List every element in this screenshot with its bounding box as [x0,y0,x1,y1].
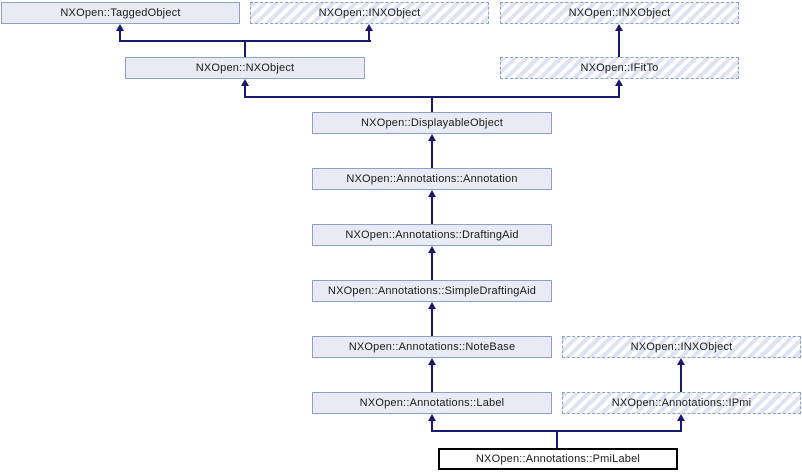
arrow-up-icon [615,79,623,86]
class-node-ifitto: NXOpen::IFitTo [500,57,739,79]
class-node-inxobject-top-2: NXOpen::INXObject [500,2,739,24]
arrow-up-icon [428,134,436,141]
arrow-up-icon [116,24,124,31]
edge-line-vertical [368,30,370,42]
edge-line-vertical [431,364,433,392]
class-node-inxobject-mid: NXOpen::INXObject [562,336,801,358]
edge-line-vertical [618,85,620,98]
class-node-taggedobject[interactable]: NXOpen::TaggedObject [1,2,240,24]
arrow-up-icon [428,358,436,365]
class-node-inxobject-top-1: NXOpen::INXObject [250,2,489,24]
class-node-simpledraftingaid[interactable]: NXOpen::Annotations::SimpleDraftingAid [312,280,552,302]
edge-line-vertical [431,196,433,224]
arrow-up-icon [365,24,373,31]
class-node-label[interactable]: NXOpen::Annotations::Label [312,392,552,414]
edge-line-vertical [119,30,121,42]
edge-line-vertical [680,364,682,392]
arrow-up-icon [241,79,249,86]
class-node-annotation[interactable]: NXOpen::Annotations::Annotation [312,168,552,190]
edge-line-vertical [431,420,433,432]
edge-line-vertical [431,140,433,168]
class-node-draftingaid[interactable]: NXOpen::Annotations::DraftingAid [312,224,552,246]
class-node-nxobject[interactable]: NXOpen::NXObject [125,57,365,79]
edge-line-vertical [244,40,246,57]
class-node-ipmi: NXOpen::Annotations::IPmi [562,392,801,414]
arrow-up-icon [615,24,623,31]
arrow-up-icon [428,302,436,309]
class-node-pmilabel: NXOpen::Annotations::PmiLabel [438,448,678,470]
arrow-up-icon [677,414,685,421]
edge-line-vertical [431,252,433,280]
edge-line-vertical [680,420,682,432]
arrow-up-icon [677,358,685,365]
edge-line-vertical [556,430,558,448]
class-node-displayableobject[interactable]: NXOpen::DisplayableObject [312,112,552,134]
class-node-notebase[interactable]: NXOpen::Annotations::NoteBase [312,336,552,358]
edge-line-vertical [431,96,433,112]
arrow-up-icon [428,190,436,197]
arrow-up-icon [428,414,436,421]
edge-line-vertical [618,30,620,57]
edge-line-vertical [244,85,246,98]
arrow-up-icon [428,246,436,253]
edge-line-vertical [431,308,433,336]
